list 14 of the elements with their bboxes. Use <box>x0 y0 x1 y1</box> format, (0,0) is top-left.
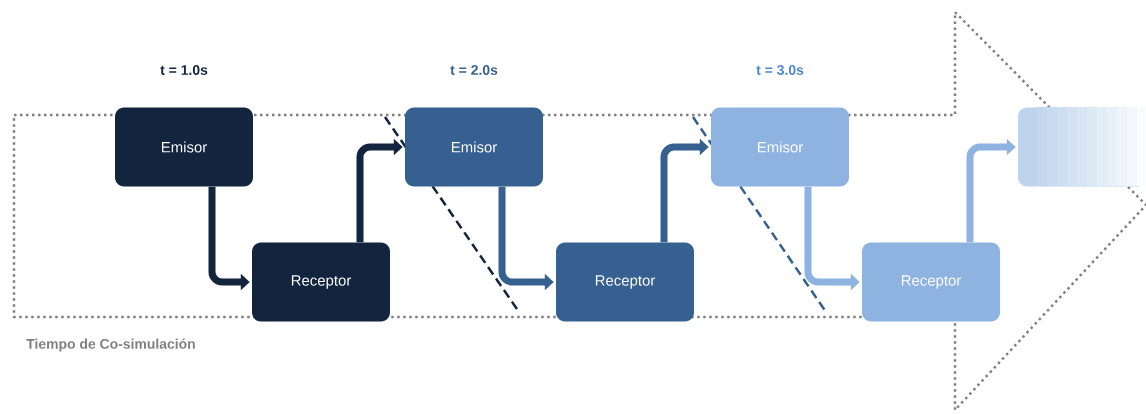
arrow <box>966 138 1016 243</box>
time-label: t = 2.0s <box>450 65 498 75</box>
time-label: t = 3.0s <box>756 65 804 75</box>
time-label: t = 1.0s <box>160 65 208 75</box>
arrow <box>660 138 709 243</box>
faded-box <box>1018 107 1146 187</box>
axis-label: Tiempo de Co-simulación <box>26 338 195 352</box>
process-box: Receptor <box>556 242 694 322</box>
process-box: Receptor <box>252 242 390 322</box>
arrow <box>356 138 403 243</box>
process-box: Emisor <box>405 107 543 187</box>
process-box: Emisor <box>711 107 849 187</box>
process-box: Receptor <box>862 242 1000 322</box>
process-box: Emisor <box>115 107 253 187</box>
